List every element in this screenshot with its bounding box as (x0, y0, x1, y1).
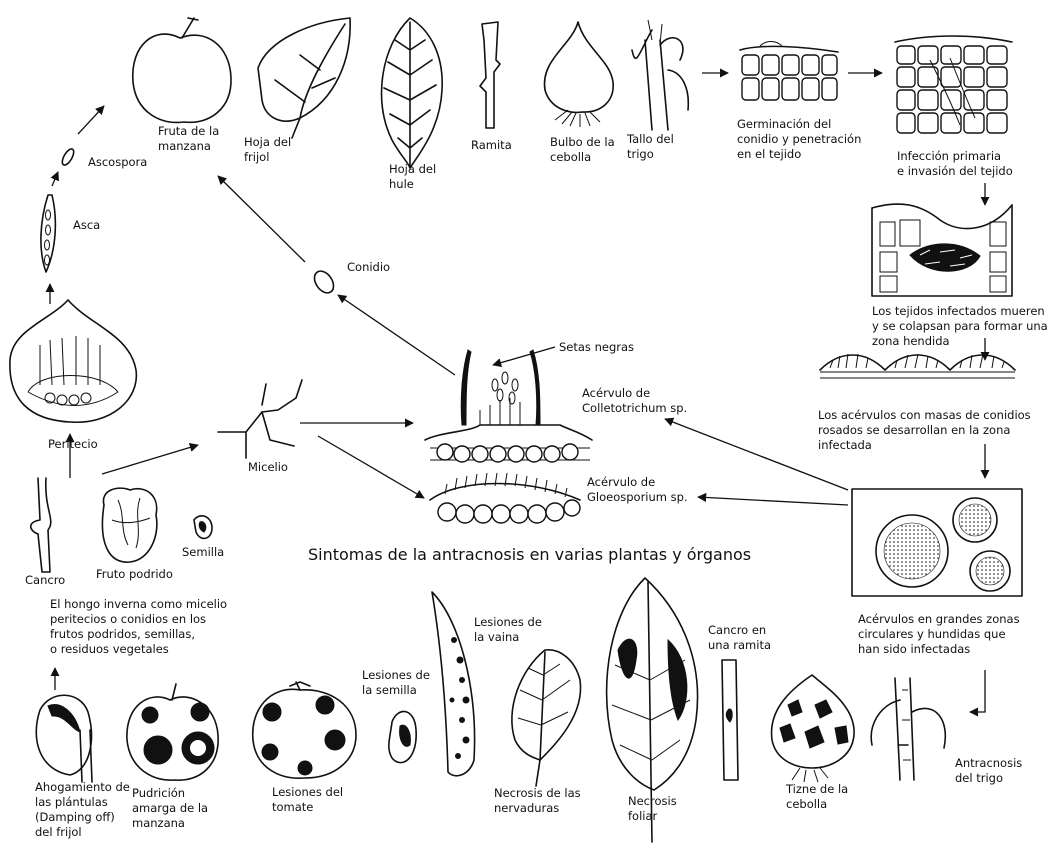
label-conidio: Conidio (347, 260, 390, 275)
ascospore-drawing (60, 147, 76, 167)
label-pudricion: Pudrición amarga de la manzana (132, 786, 208, 831)
ascus-drawing (41, 195, 55, 272)
damping-off-seedling-drawing (36, 695, 92, 782)
apple-fruit-drawing (133, 18, 231, 122)
label-semilla: Semilla (182, 545, 224, 560)
onion-bulb-drawing (544, 22, 613, 127)
twig-drawing (480, 22, 500, 128)
bitter-rot-apple-drawing (127, 684, 218, 780)
label-lesiones-tomate: Lesiones del tomate (272, 785, 343, 815)
seed-drawing (194, 516, 212, 539)
perithecium-drawing (10, 300, 136, 422)
label-hoja-hule: Hoja del hule (389, 162, 436, 192)
label-setas-negras: Setas negras (559, 340, 634, 355)
onion-smudge-drawing (772, 675, 855, 782)
label-ascospora: Ascospora (88, 155, 147, 170)
rotten-fruit-drawing (102, 488, 156, 562)
label-acervulos-masas: Los acérvulos con masas de conidios rosa… (818, 408, 1031, 453)
label-acervulo-gloeosporium: Acérvulo de Gloeosporium sp. (587, 475, 688, 505)
collapsed-tissue-drawing (872, 204, 1012, 296)
label-necrosis-nervaduras: Necrosis de las nervaduras (494, 786, 581, 816)
label-tejidos-mueren: Los tejidos infectados mueren y se colap… (872, 304, 1048, 349)
label-inverna: El hongo inverna como micelio peritecios… (50, 597, 227, 657)
twig-canker-drawing (722, 660, 738, 780)
tomato-lesions-drawing (253, 682, 356, 778)
label-micelio: Micelio (248, 460, 288, 475)
label-antracnosis-trigo: Antracnosis del trigo (955, 756, 1022, 786)
label-hoja-frijol: Hoja del frijol (244, 135, 291, 165)
germination-tissue-drawing (740, 42, 838, 101)
label-ramita: Ramita (471, 138, 512, 153)
label-tizne-cebolla: Tizne de la cebolla (786, 782, 848, 812)
acervuli-masses-drawing (820, 354, 1015, 378)
vein-necrosis-leaf-drawing (512, 650, 581, 786)
colletotrichum-acervulus-drawing (425, 350, 592, 462)
conidium-drawing (311, 268, 338, 297)
pod-lesions-drawing (432, 592, 475, 776)
label-infeccion-primaria: Infección primaria e invasión del tejido (897, 149, 1013, 179)
label-lesiones-vaina: Lesiones de la vaina (474, 615, 542, 645)
label-lesiones-semilla: Lesiones de la semilla (362, 668, 430, 698)
diagram-title: Sintomas de la antracnosis en varias pla… (308, 545, 751, 564)
canker-drawing (31, 478, 51, 572)
label-cancro: Cancro (25, 573, 65, 588)
circular-lesions-box (852, 489, 1022, 596)
seed-lesions-drawing (389, 712, 416, 763)
label-fruto-podrido: Fruto podrido (96, 567, 173, 582)
label-necrosis-foliar: Necrosis foliar (628, 794, 677, 824)
gloeosporium-acervulus-drawing (430, 473, 580, 523)
wheat-anthracnose-drawing (871, 678, 945, 780)
bean-leaf-drawing (258, 18, 350, 138)
label-cancro-ramita: Cancro en una ramita (708, 623, 771, 653)
label-asca: Asca (73, 218, 100, 233)
label-bulbo-cebolla: Bulbo de la cebolla (550, 135, 615, 165)
label-ahogamiento: Ahogamiento de las plántulas (Damping of… (35, 780, 130, 840)
label-germinacion: Germinación del conidio y penetración en… (737, 117, 861, 162)
rubber-leaf-drawing (382, 18, 443, 168)
label-tallo-trigo: Tallo del trigo (627, 132, 674, 162)
label-acervulo-colletotrichum: Acérvulo de Colletotrichum sp. (582, 386, 687, 416)
primary-infection-tissue-drawing (895, 36, 1012, 133)
label-fruta-manzana: Fruta de la manzana (158, 124, 219, 154)
label-acervulos-zonas: Acérvulos en grandes zonas circulares y … (858, 612, 1020, 657)
label-peritecio: Peritecio (48, 437, 98, 452)
wheat-stem-drawing (632, 20, 688, 130)
mycelium-drawing (218, 380, 302, 458)
